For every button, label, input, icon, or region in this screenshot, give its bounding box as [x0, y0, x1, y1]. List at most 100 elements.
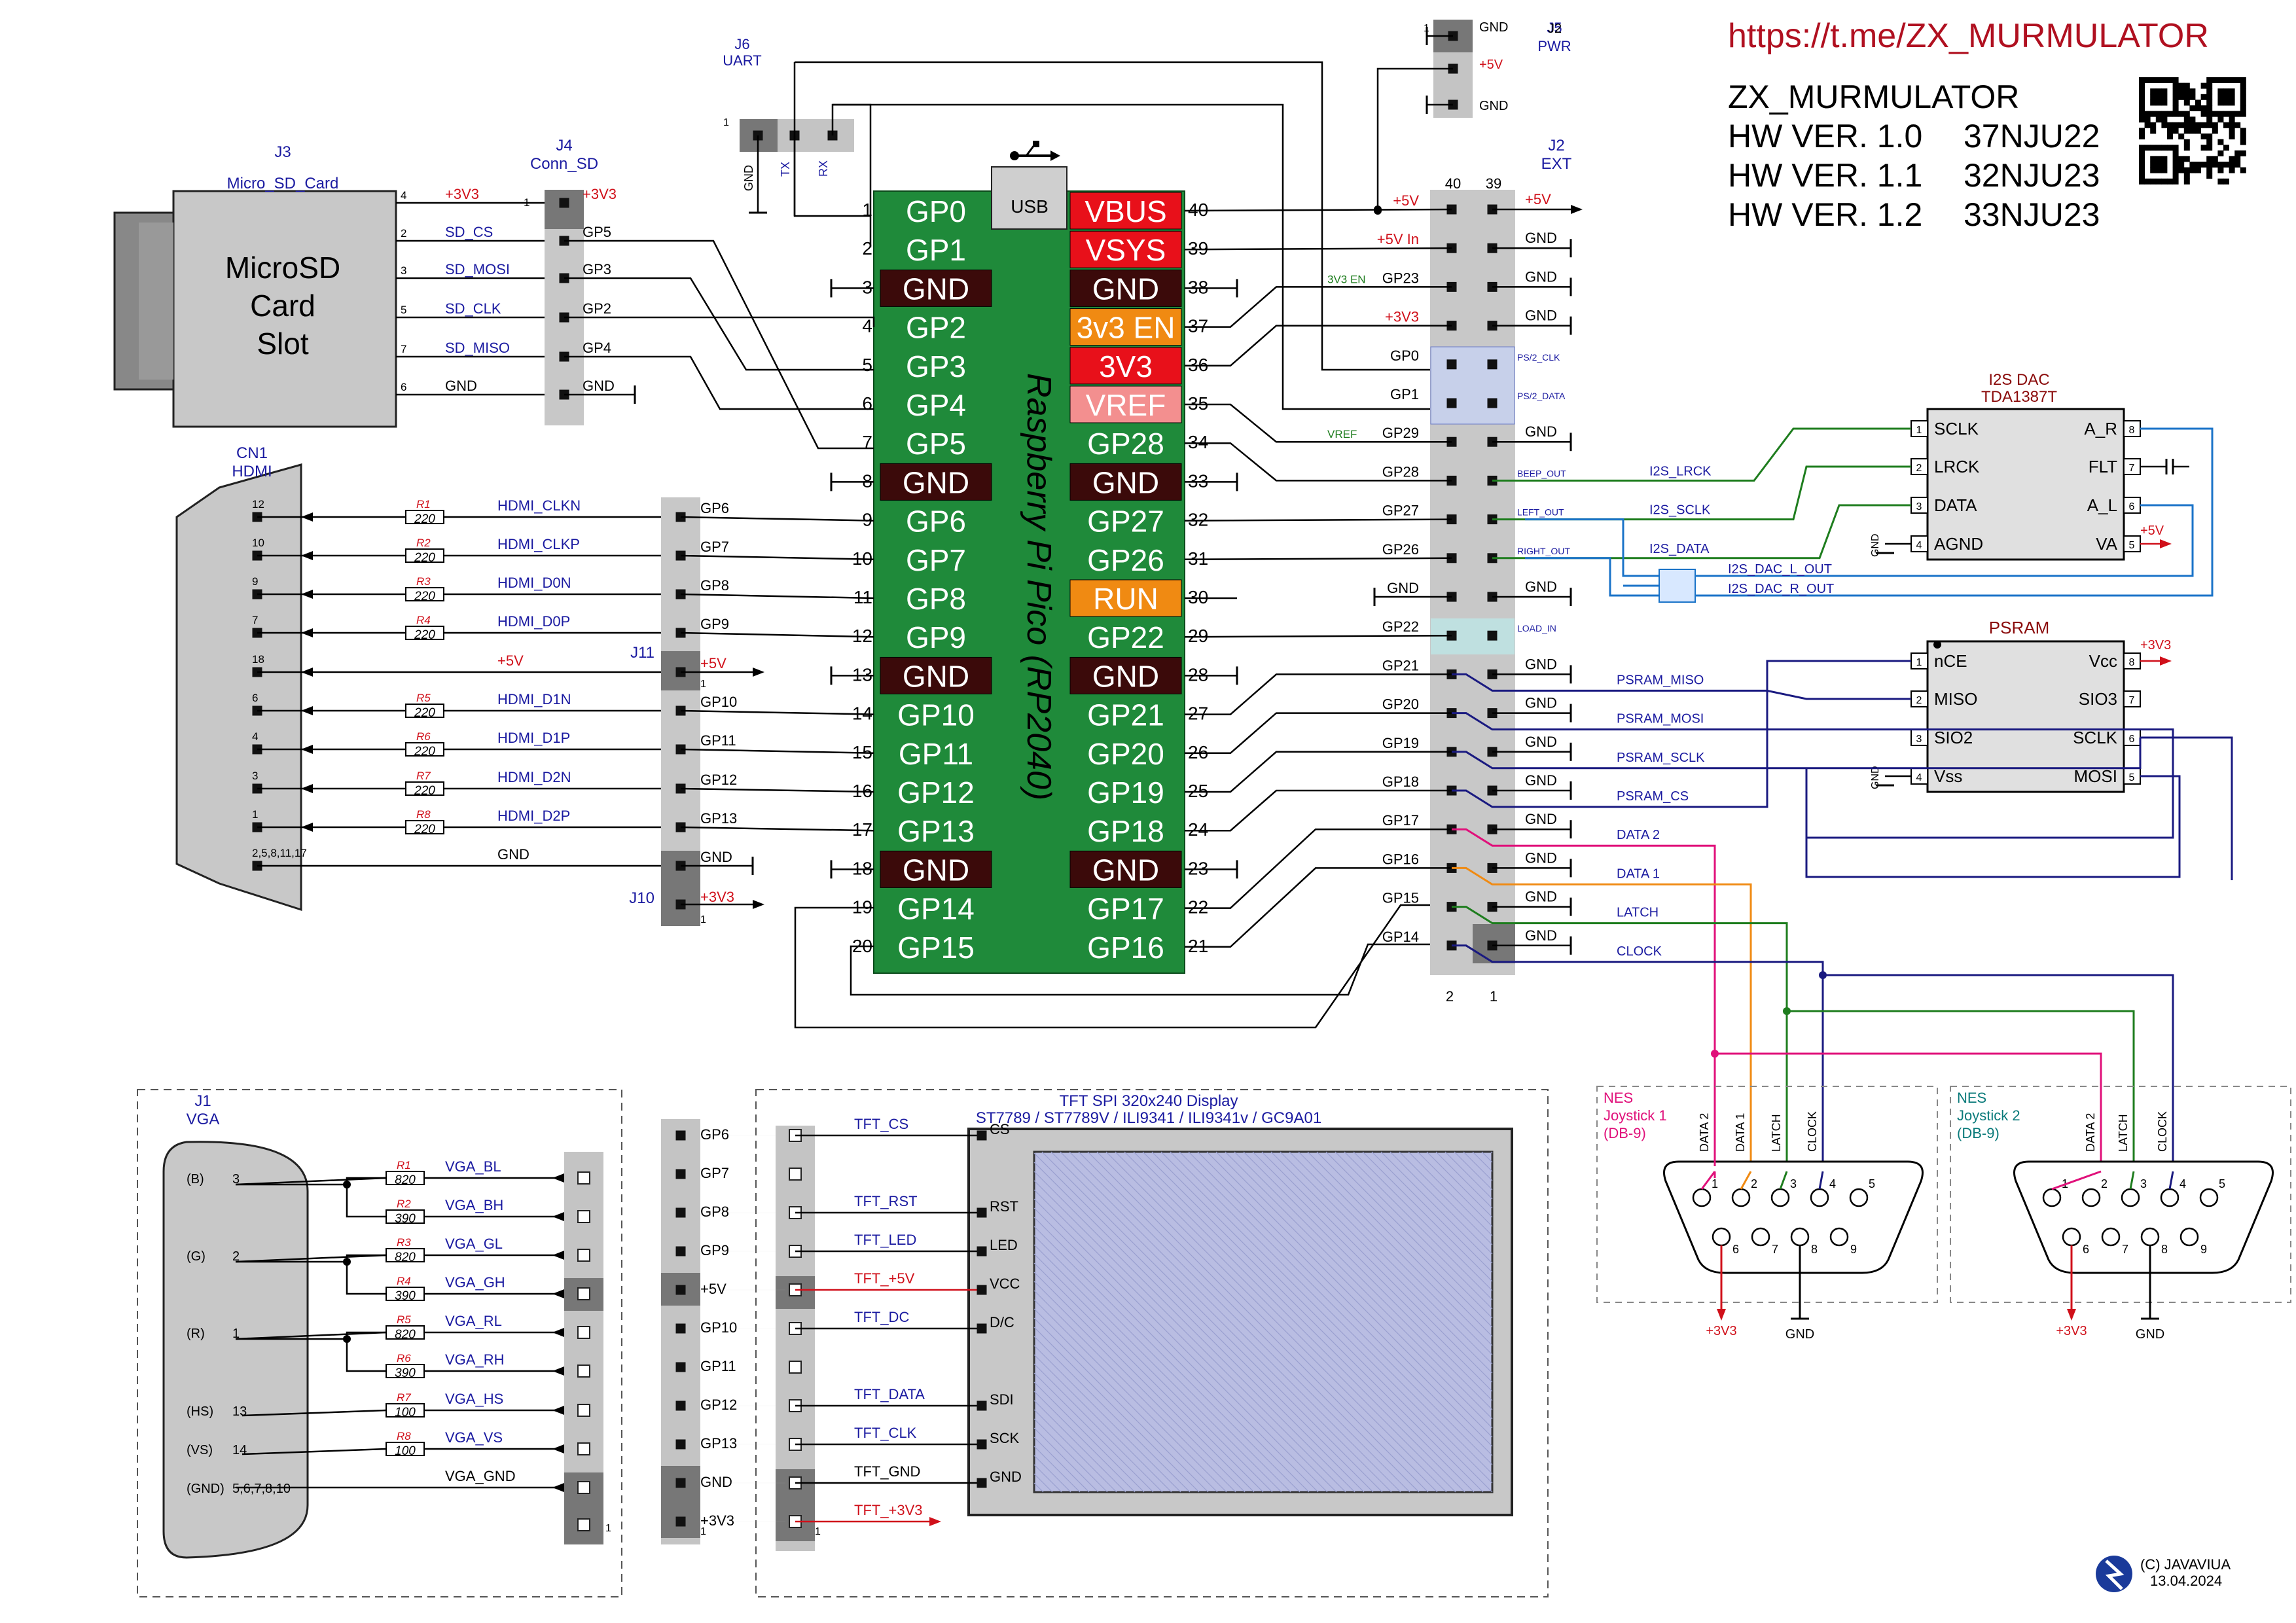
ext-right-label: GND	[1525, 849, 1557, 866]
vga-pin: 3	[232, 1172, 240, 1186]
j11-ref: J11	[630, 644, 655, 662]
qr-module	[2217, 162, 2224, 168]
vga-pin1-label: 1	[605, 1523, 611, 1534]
wire	[564, 277, 874, 371]
resistor-ref: R2	[416, 537, 431, 549]
psram-pin-name: nCE	[1934, 651, 1967, 671]
tft-hatch	[1481, 1151, 1493, 1163]
tft-hatch	[1234, 1151, 1493, 1410]
tft-hatch	[1142, 1151, 1484, 1493]
qr-module	[2178, 156, 2185, 162]
sd-pin-number: 2	[401, 227, 406, 240]
resistor-value: 820	[395, 1251, 416, 1264]
qr-module	[2206, 145, 2213, 151]
pico-pin-name: GND	[1092, 465, 1159, 499]
qr-module	[2223, 178, 2229, 185]
qr-module	[2229, 77, 2235, 83]
wire	[794, 904, 1450, 1029]
qr-module	[2150, 122, 2157, 128]
psram-net: PSRAM_MOSI	[1617, 712, 1704, 726]
pico-pin-bg	[1069, 463, 1182, 501]
ext-col-label: 2	[1446, 988, 1454, 1005]
tft-net: TFT_+3V3	[854, 1502, 923, 1518]
pico-pin-name: GP19	[1087, 776, 1164, 810]
sd-pin-number: 6	[401, 381, 406, 393]
tft-hatch	[1325, 1151, 1493, 1319]
hdmi-connector	[175, 463, 302, 912]
pico-pin-number: 5	[862, 355, 872, 375]
qr-module	[2234, 162, 2241, 168]
dac-pin-number: 4	[1916, 540, 1922, 551]
pico-pin-name: GP21	[1087, 698, 1164, 732]
tft-pin	[977, 1478, 987, 1488]
wire	[564, 316, 875, 327]
pwr-ref: J5	[1547, 20, 1562, 36]
dac-pin-number: 6	[2129, 501, 2135, 512]
pico-pin-number: 33	[1188, 471, 1208, 491]
mid-header-pin	[675, 1323, 686, 1334]
qr-module	[2229, 162, 2235, 168]
dac-pin	[1910, 420, 1928, 437]
pico-pin-number: 39	[1188, 238, 1208, 259]
pico-pin-name: GP17	[1087, 892, 1164, 926]
hdmi-net: +5V	[497, 652, 524, 669]
resistor-value: 220	[414, 551, 435, 565]
dac-net: I2S_DATA	[1649, 542, 1710, 556]
tft-net: TFT_RST	[854, 1193, 918, 1209]
mid-header-pin	[675, 1246, 686, 1257]
db9-connector	[1663, 1160, 1924, 1274]
tft-frame	[755, 1089, 1549, 1597]
wire	[680, 516, 874, 522]
qr-module	[2212, 77, 2218, 83]
wire	[1452, 828, 1716, 1171]
pico-pin-number: 37	[1188, 316, 1208, 336]
tft-net: TFT_CLK	[854, 1425, 917, 1441]
resistor	[405, 742, 444, 757]
tft-hatch	[1289, 1151, 1493, 1355]
pico-pin-bg	[1069, 850, 1182, 888]
tft-hatch	[1096, 1151, 1438, 1493]
qr-module	[2206, 99, 2213, 106]
mid-header-label: GP8	[700, 1204, 729, 1220]
vga-header-pin	[577, 1404, 590, 1417]
usb-label: USB	[1011, 196, 1049, 217]
ext-right-label: RIGHT_OUT	[1517, 546, 1570, 556]
j4-pin-label: GP4	[583, 340, 611, 356]
j10-ref: J10	[629, 889, 655, 907]
pico-pin-name: GP27	[1087, 505, 1164, 539]
db9-pin	[1849, 1188, 1869, 1207]
vga-pin: 2	[232, 1249, 240, 1264]
ext-right-label: GND	[1525, 230, 1557, 246]
qr-module	[2189, 162, 2196, 168]
tft-net: TFT_+5V	[854, 1270, 915, 1287]
qr-module	[2161, 77, 2168, 83]
vga-header-pin	[577, 1249, 590, 1262]
tft-hatch	[1033, 1354, 1172, 1493]
sd-pin-number: 4	[401, 189, 406, 202]
qr-module	[2223, 77, 2229, 83]
author-logo-icon	[2096, 1556, 2132, 1592]
sd-slot-label: Card	[250, 289, 315, 323]
qr-module	[2189, 167, 2196, 173]
qr-module	[2144, 122, 2151, 128]
qr-module	[2139, 150, 2145, 156]
tft-hatch	[1307, 1151, 1493, 1337]
wire	[2168, 1171, 2174, 1190]
tft-hatch	[1472, 1151, 1493, 1172]
qr-module	[2172, 173, 2179, 179]
tft-hatch	[1033, 1409, 1117, 1493]
pico-pin-name: GP20	[1087, 737, 1164, 771]
hw-version: HW VER. 1.2	[1728, 196, 1922, 233]
qr-module	[2144, 178, 2151, 185]
tft-hatch	[1115, 1151, 1456, 1493]
dac-pin	[2123, 458, 2141, 475]
qr-module	[2223, 122, 2229, 128]
qr-module	[2217, 178, 2224, 185]
db9-pin-number: 9	[2200, 1243, 2207, 1256]
arrow-icon	[301, 512, 313, 522]
uart-name: UART	[723, 52, 762, 69]
arrow-icon	[2160, 656, 2172, 666]
qr-module	[2183, 139, 2190, 145]
psram-pin-name: Vcc	[2089, 651, 2117, 671]
